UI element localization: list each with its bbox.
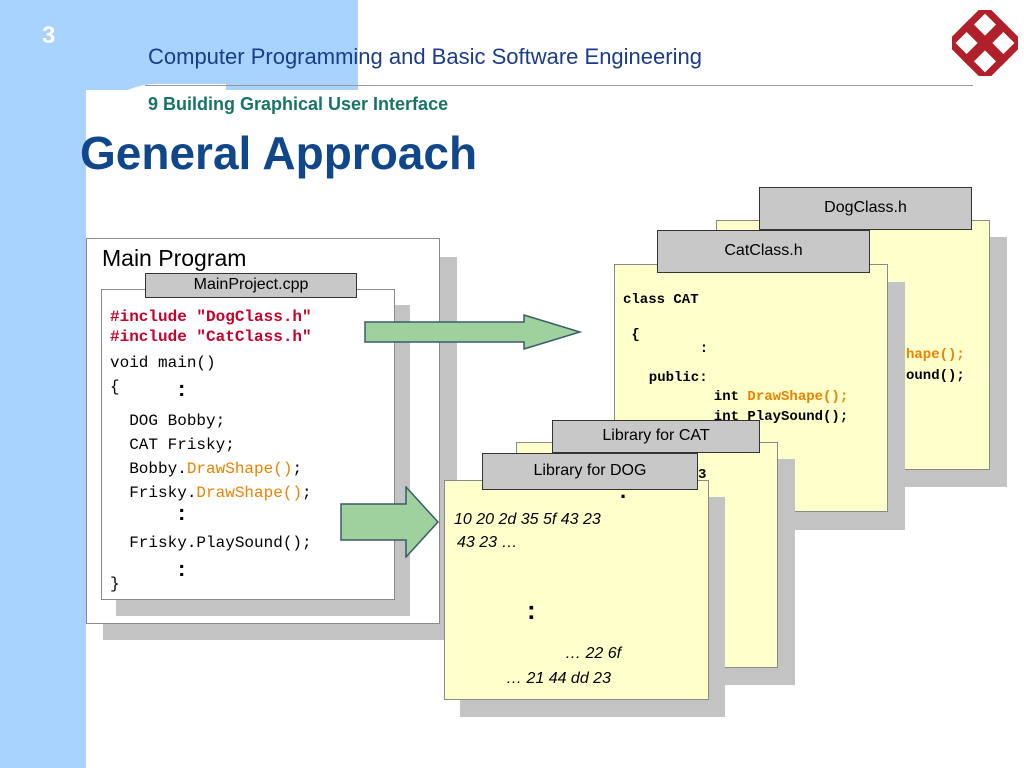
chapter-title: 9 Building Graphical User Interface [148,94,449,114]
right-arrow-icon-lower [340,486,440,558]
cat-class-line-4: public: [632,370,708,386]
main-project-label: MainProject.cpp [145,273,357,298]
bobby-suffix: ; [292,460,303,478]
cat-class-drawshape: DrawShape(); [747,389,849,405]
close-brace: } [110,575,120,593]
header-curve [86,84,226,224]
cat-class-label: CatClass.h [657,230,870,273]
bobby-draw-line: Bobby.DrawShape(); [110,459,302,479]
library-cat-dot: . [620,478,627,503]
page-title: General Approach [80,127,478,179]
library-dog-label: Library for DOG [482,453,698,490]
include-cat-line: #include "CatClass.h" [110,328,312,346]
header-divider [145,85,973,86]
ellipsis-dots-1: : [178,376,186,401]
frisky-method: DrawShape() [196,484,303,502]
library-dog-bytes-3: … 22 6f [565,645,622,662]
frisky-suffix: ; [302,484,312,502]
bobby-prefix: Bobby. [110,460,187,478]
cat-class-line-5: int DrawShape(); [655,389,848,405]
bobby-method: DrawShape() [186,460,293,478]
header-band [86,0,358,90]
ellipsis-dots-2: : [178,500,186,525]
slide-number: 3 [42,22,56,49]
course-title: Computer Programming and Basic Software … [148,44,702,69]
university-logo-icon [952,10,1018,76]
frisky-prefix: Frisky. [110,484,197,502]
frisky-draw-line: Frisky.DrawShape(); [110,483,312,503]
open-brace: { [110,378,120,396]
library-cat-partial: 3 [698,467,707,483]
dog-class-label: DogClass.h [759,187,972,230]
library-cat-label: Library for CAT [552,420,760,453]
ellipsis-dots-3: : [178,556,186,581]
dog-declaration: DOG Bobby; [110,412,226,430]
main-project-file [101,289,395,600]
sidebar-band [0,0,86,768]
main-signature: void main() [110,354,216,372]
cat-class-int: int [655,389,748,405]
cat-class-line-1: class CAT [623,292,699,308]
library-dog-bytes-1: 10 20 2d 35 5f 43 23 [454,511,601,528]
library-dog-panel [444,480,709,700]
include-dog-line: #include "DogClass.h" [110,308,312,326]
cat-class-line-2: { [623,327,640,343]
dog-class-partial-2: ound(); [906,368,965,384]
frisky-play-line: Frisky.PlaySound(); [110,534,312,552]
cat-class-line-3: : [641,341,709,357]
library-dog-bytes-4: … 21 44 dd 23 [506,670,611,687]
dog-class-partial-1: hape(); [906,347,965,363]
right-arrow-icon [364,314,582,350]
library-dog-bytes-2: 43 23 … [457,534,518,551]
library-dog-dots: : [527,595,536,625]
cat-declaration: CAT Frisky; [110,436,235,454]
main-program-heading: Main Program [102,245,247,271]
